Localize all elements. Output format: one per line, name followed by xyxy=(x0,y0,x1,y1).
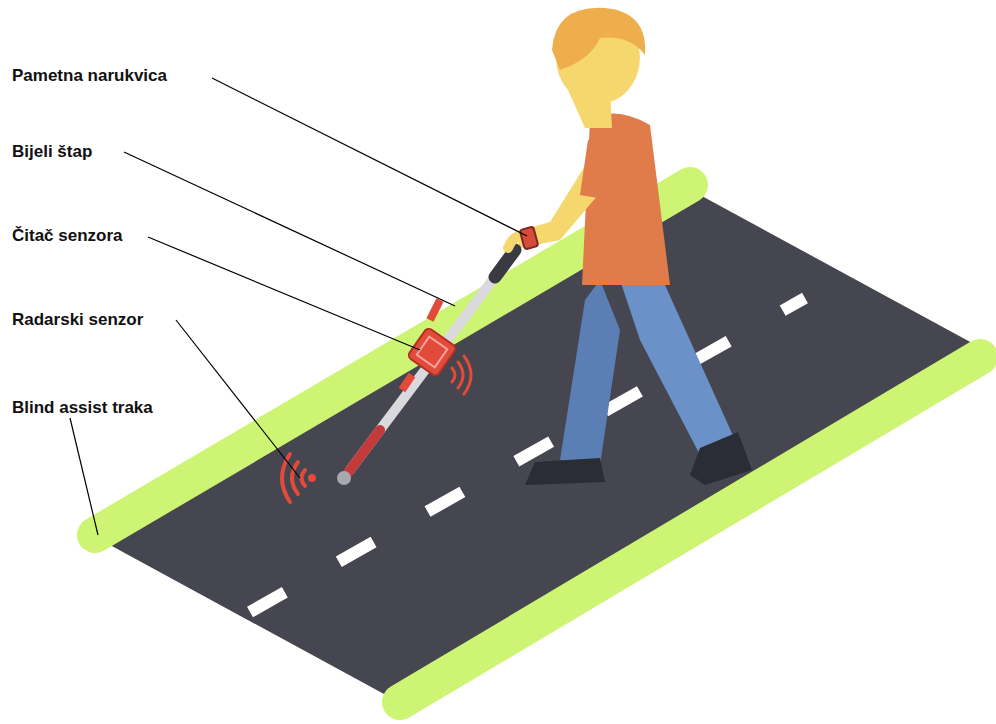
leg xyxy=(560,280,620,465)
hair xyxy=(552,8,645,70)
shirt xyxy=(582,114,670,285)
smart-bracelet xyxy=(520,227,539,250)
cane-band xyxy=(402,375,412,390)
sensor-reader xyxy=(407,327,457,377)
radar-sensor xyxy=(308,474,316,482)
lane-marking xyxy=(250,298,805,612)
cane-grip xyxy=(495,250,515,277)
part-label: Čitač senzora xyxy=(12,226,123,246)
cane-band xyxy=(430,300,440,320)
part-label: Pametna narukvica xyxy=(12,66,167,86)
leg xyxy=(620,280,735,455)
cane-tip xyxy=(347,430,380,474)
shoe xyxy=(525,458,605,485)
cane-ball xyxy=(337,471,351,485)
part-label: Bijeli štap xyxy=(12,142,92,162)
sleeve xyxy=(580,140,620,200)
part-label: Radarski senzor xyxy=(12,310,143,330)
leader-lines xyxy=(70,78,527,535)
signal-waves xyxy=(452,356,471,394)
part-label: Blind assist traka xyxy=(12,398,153,418)
shoe xyxy=(690,432,752,485)
radar-waves xyxy=(282,454,305,502)
